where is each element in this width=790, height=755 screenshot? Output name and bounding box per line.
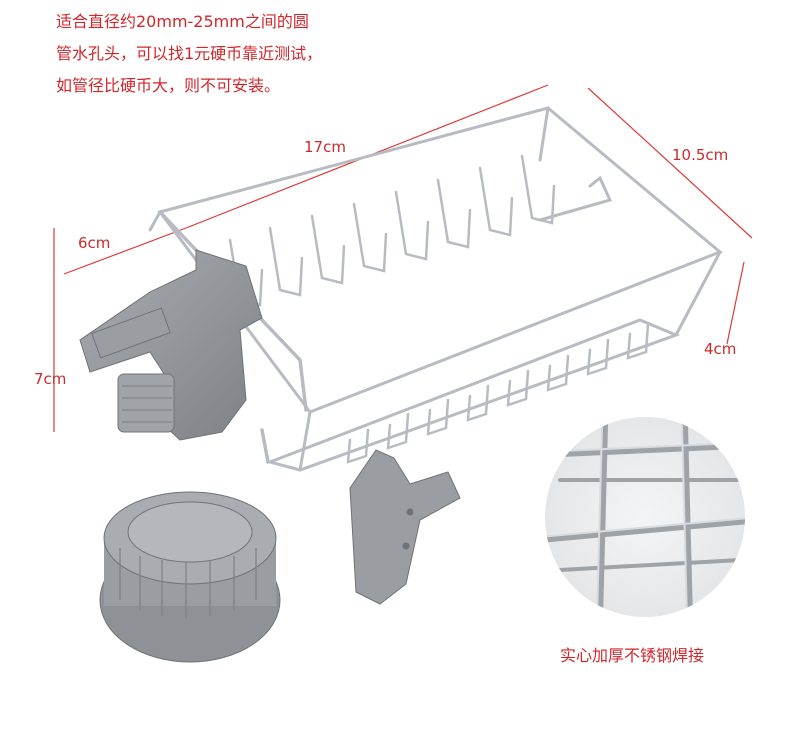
- clamp-width-label: 6cm: [78, 234, 111, 252]
- threaded-nozzle: [117, 373, 175, 433]
- length-label: 17cm: [304, 138, 346, 156]
- note-line-3: 如管径比硬币大，则不可安装。: [56, 76, 281, 95]
- cap-nut: [99, 491, 281, 663]
- note-line-1: 适合直径约20mm-25mm之间的圆: [56, 12, 309, 31]
- width-dimension-line: [587, 87, 753, 239]
- depth-label: 4cm: [704, 340, 737, 358]
- basket-rim: [157, 106, 723, 414]
- depth-dimension-line: [726, 261, 745, 345]
- clamp-height-label: 7cm: [34, 370, 67, 388]
- clip-piece: [349, 449, 461, 605]
- wire-basket: [148, 106, 723, 472]
- faucet-clamp: [79, 249, 263, 441]
- weld-detail-magnifier: [545, 417, 745, 617]
- installation-note: 适合直径约20mm-25mm之间的圆 管水孔头，可以找1元硬币靠近测试， 如管径…: [56, 6, 322, 102]
- note-line-2: 管水孔头，可以找1元硬币靠近测试，: [56, 44, 323, 63]
- clamp-width-dimension-line: [63, 227, 187, 275]
- weld-caption: 实心加厚不锈钢焊接: [560, 646, 705, 665]
- width-label: 10.5cm: [672, 146, 729, 164]
